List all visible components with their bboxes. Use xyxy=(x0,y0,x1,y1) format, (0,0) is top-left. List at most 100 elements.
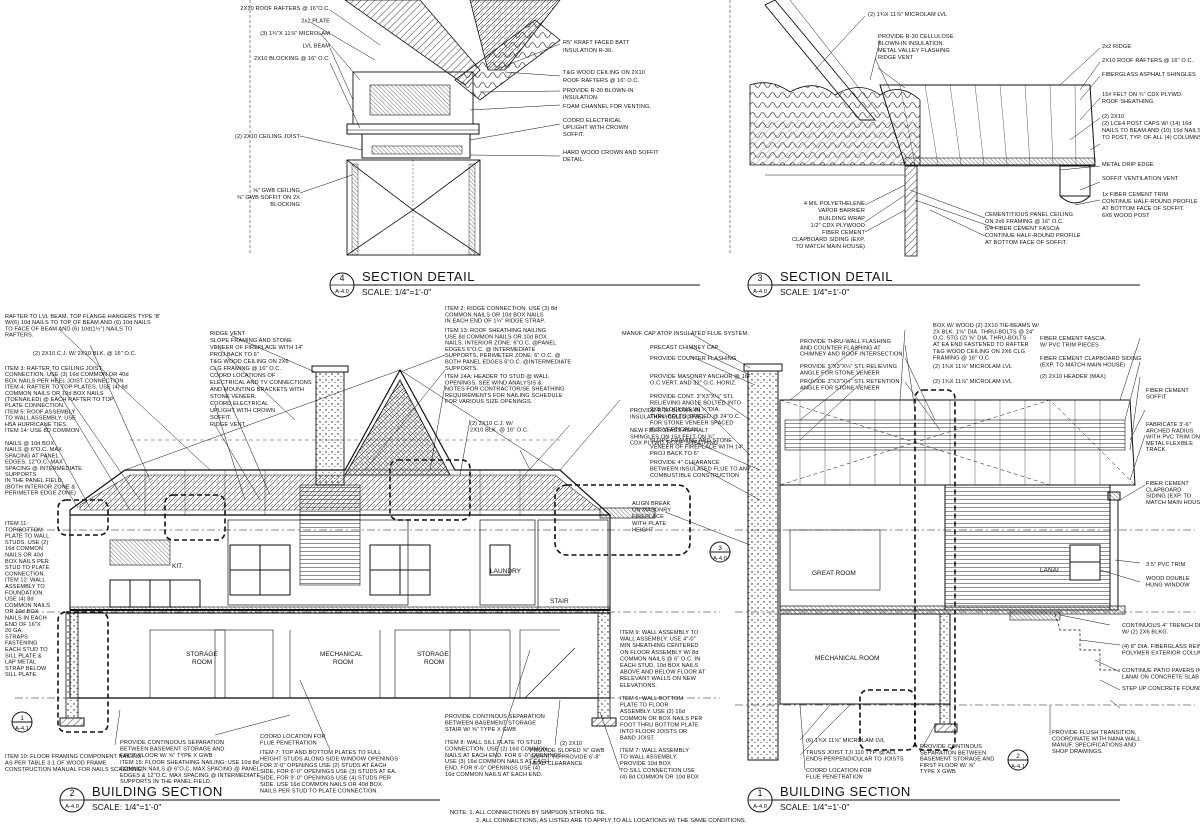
annotation-label: NAILS TO BEAM AND (10) 16d NAILS xyxy=(1102,128,1200,134)
annotation-label: (2) 2X10 C.J. W/ 2X10 BLK. @ 16" O.C. xyxy=(33,351,137,357)
callout-number: 1 xyxy=(20,715,24,722)
annotation-label: NOTES FOR CONTRACTOR/SE SHEATHING xyxy=(445,387,565,393)
annotation-label: TO FACE OF BEAM AND (6) 10d(1½") NAILS T… xyxy=(5,325,133,332)
annotation-label: SUPPORTS, PERIMETER ZONE: 6" O.C. @ xyxy=(445,353,561,359)
sheet-ref: A-4.0 xyxy=(335,289,349,295)
detail-number: 1 xyxy=(757,788,762,798)
annotation-label: SPACING AT PANEL xyxy=(5,453,59,459)
annotation-label: COMBUSTIBLE CONSTRUCTION xyxy=(650,473,739,479)
annotation-label: BLOWN-IN INSULATION. xyxy=(878,41,945,47)
annotation-label: CONTINUE HALF-ROUND PROFILE xyxy=(985,233,1081,239)
annotation-label: METAL VALLEY FLASHING xyxy=(878,48,950,54)
annotation-label: ANGLE FOR STONE VENEER xyxy=(800,370,880,376)
annotation-label: PROVIDE R-30 BLOWN-IN xyxy=(630,408,700,414)
annotation-label: TO WALL ASSEMBLY. USE xyxy=(5,416,76,422)
annotation-label: FOUNDATION. xyxy=(5,590,45,596)
annotation-label: ⅝" GWB SOFFIT ON 2X xyxy=(237,195,300,201)
annotation-label: O.C. STG (2) ⅝" DIA. THRU-BOLTS xyxy=(933,336,1027,342)
annotation-label: (2) 1¾X 11⅞" MICROLAM LVL xyxy=(933,364,1012,370)
annotation-label: 2X10 ROOF RAFTERS @ 16" O.C. xyxy=(1102,58,1194,64)
annotation-label: HARD WOOD CROWN AND SOFFIT xyxy=(563,150,659,156)
annotation-label: WALL ASSEMBLY. USE 4"-0" xyxy=(620,637,696,643)
annotation-label: SPACING @ INTERMEDIATE xyxy=(5,466,82,472)
annotation-label: IN EACH END OF 1¼" RIDGE STRAP. xyxy=(445,319,545,325)
annotation-label: 4 MIL POLYETHELENE xyxy=(804,201,865,207)
annotation-label: SEPARATION BETWEEN xyxy=(920,750,986,756)
annotation-label: SOFFIT. xyxy=(210,415,232,421)
annotation-label: (EXP. TO MATCH MAIN HOUSE) xyxy=(1040,362,1126,368)
annotation-label: 16d COMMON NAILS AT EACH END. xyxy=(445,772,543,778)
annotation-label: SILL PLATE. xyxy=(5,672,38,678)
annotation-label: 1/2" CDX PLYWOOD xyxy=(811,223,865,229)
annotation-label: PROVIDE CONTINOUS xyxy=(920,744,982,750)
annotation-label: BUILDING WRAP xyxy=(819,216,865,222)
annotation-label: COORD ELECTRICAL xyxy=(210,401,268,407)
annotation-label: ITEM 5: ROOF ASSEMBLY xyxy=(5,409,76,415)
annotation-label: RELIEVING ANGLE BOLTED INTO xyxy=(650,401,742,407)
annotation-label: SIDING (EXP. TO xyxy=(1146,494,1192,500)
callout-sheet: A-4.1 xyxy=(1011,764,1025,770)
annotation-label: ELECTRICAL AND TV CONNECTIONS xyxy=(210,380,312,386)
annotation-label: FOR VARIOUS SIZE OPENINGS. xyxy=(445,399,533,405)
annotation-label: SOFFIT. xyxy=(563,132,585,138)
annotation-label: FOR 3'-0" OPENINGS USE (2) STUDS AT EACH xyxy=(260,763,387,769)
annotation-label: USE 8d COMMON NAILS OR 10d BOX xyxy=(445,334,547,340)
annotation-label: EDGES 6"O.C. @ INTERMEDIATE xyxy=(445,347,536,353)
annotation-label: NAILS. INTERIOR ZONE: 6"O.C. @PANEL xyxy=(445,341,556,347)
annotation-label: SILL PLATE & xyxy=(5,653,42,659)
annotation-label: 16d COMMON xyxy=(5,546,43,552)
callout-number: 2 xyxy=(1016,753,1020,760)
building-section-2: KIT. LAUNDRY STAIR STORAGE ROOM MECHANIC… xyxy=(5,306,751,794)
annotation-label: 3.5" PVC TRIM xyxy=(1146,562,1185,568)
annotation-label: IN THE PANEL FIELD. xyxy=(5,478,64,484)
annotation-label: RAFTER TO LVL BEAM, TOP FLANGE HANGERS T… xyxy=(5,314,160,320)
annotation-label: ITEM 15: FLOOR SHEATHING NAILING: USE 10… xyxy=(120,760,259,766)
annotation-label: CHIMNEY AND ROOF INTERSECTION xyxy=(800,352,903,358)
annotation-label: INSULATION (CELLULOSE). xyxy=(630,414,706,420)
room-label: MECHANICAL xyxy=(320,651,363,658)
annotation-label: (2) 2X10 HEADER (MAX) xyxy=(1040,374,1106,380)
annotation-label: VENEER OF FIREPLACE WITH 14" xyxy=(210,345,303,351)
annotation-label: RELEVANT WALLS ON NEW xyxy=(620,676,697,682)
annotation-label: 5/4 FIBER CEMENT FASCIA xyxy=(985,226,1060,232)
annotation-label: TO POST, TYP. OF ALL (4) COLUMNS xyxy=(1102,135,1200,141)
annotation-label: INSULATION R-30. xyxy=(563,48,613,54)
annotation-label: ELEVATIONS. xyxy=(620,683,657,689)
annotation-label: COORD LOCATION FOR xyxy=(260,734,326,740)
drawing-scale: SCALE: 1/4"=1'-0" xyxy=(780,287,849,297)
annotation-label: AND COUNTER FLASHING AT xyxy=(800,345,881,351)
annotation-label: PROVIDE THRU-WALL FLASHING xyxy=(800,339,891,345)
annotation-label: FIBER CEMENT CLAPBOARD SIDING xyxy=(1040,356,1141,362)
annotation-label: 6X6 WOOD POST xyxy=(1102,213,1150,219)
drawing-title: BUILDING SECTION xyxy=(780,784,911,799)
annotation-label: T&G WOOD CEILING ON 2X10 xyxy=(563,70,645,76)
annotation-label: STONE VENEER. xyxy=(210,394,257,400)
annotation-label: TRACK xyxy=(1146,447,1166,453)
annotation-label: 1x FIBER CEMENT TRIM xyxy=(1102,192,1168,198)
annotation-label: (TOENAILED) @ EACH RAFTER TO TOP xyxy=(5,397,114,403)
annotation-label: 15# FELT ON ¾" CDX PLYWD. xyxy=(1102,92,1183,98)
annotation-label: HUNG WINDOW xyxy=(1146,582,1190,588)
annotation-label: HEIGHT STUDS ALONG SIDE WINDOW OPENINGS xyxy=(260,756,398,762)
annotation-label: LVL BEAM xyxy=(302,44,330,50)
annotation-label: AT BOTTOM FACE OF SOFFIT. xyxy=(985,240,1068,246)
room-label: GREAT ROOM xyxy=(812,570,856,577)
annotation-label: SHOP DRAWINGS. xyxy=(1052,749,1103,755)
annotation-label: BETWEEN INSULATED FLUE TO ANY xyxy=(650,467,751,473)
annotation-label: ROOF SHEATHING. xyxy=(1102,99,1155,105)
annotation-label: MANUF. SPECIFICATIONS AND xyxy=(1052,743,1136,749)
annotation-label: 20 GA. xyxy=(5,628,23,634)
annotation-label: AT EA END FASTENED TO RAFTER xyxy=(933,342,1029,348)
annotation-label: FLUE PENETRATION xyxy=(806,774,863,780)
annotation-label: CONNECTION. xyxy=(5,571,46,577)
annotation-label: ITEM 4: RAFTER TO TOP PLATES. USE (4) 8d xyxy=(5,385,128,391)
annotation-label: W/ (2) 2X6 BLKG. xyxy=(1122,629,1169,635)
annotation-label: NAILS @ 6"O.C. MAX xyxy=(5,447,62,453)
annotation-label: COMMON NAILS @ 6"O.C. MAX SPACING @ PANE… xyxy=(120,766,260,772)
annotation-label: SOFFIT xyxy=(1146,394,1167,400)
annotation-label: END OF 16"X xyxy=(5,622,41,628)
annotation-label: METAL FLEXIBLE xyxy=(1146,441,1193,447)
annotation-label: PROVIDE CONT. 3"X3"X¼" STL xyxy=(650,394,734,400)
